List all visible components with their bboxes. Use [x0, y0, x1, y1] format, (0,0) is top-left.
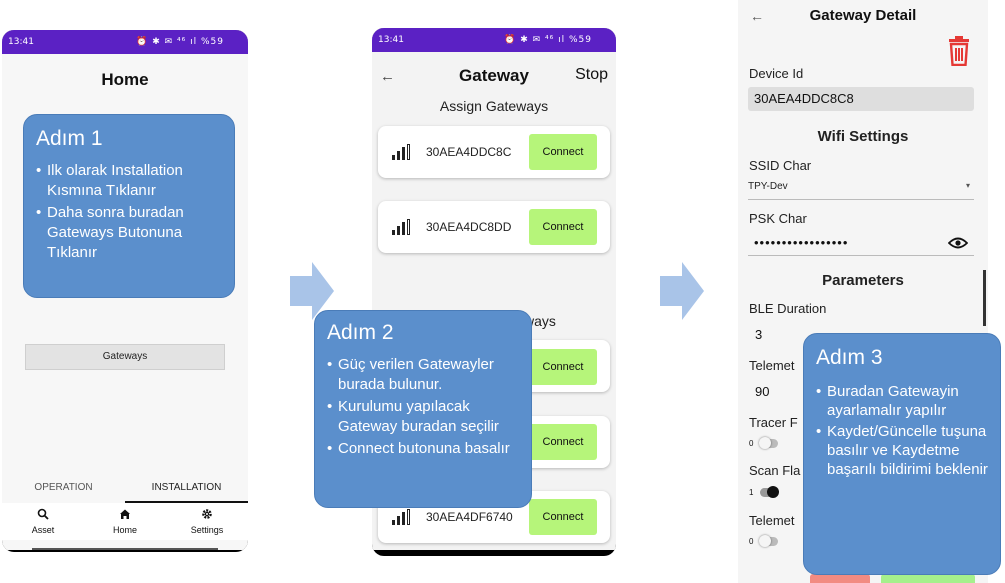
- gateway-id: 30AEA4DF6740: [426, 510, 513, 524]
- tab-operation[interactable]: OPERATION: [34, 482, 93, 493]
- trash-icon[interactable]: [948, 36, 970, 66]
- device-id-field: 30AEA4DDC8C8: [748, 87, 974, 111]
- callout-step-1-item: Ilk olarak Installation Kısmına Tıklanır: [36, 161, 222, 201]
- status-time: 13:41: [378, 35, 404, 45]
- scan-toggle-value: 1: [749, 488, 754, 497]
- callout-step-1-title: Adım 1: [36, 127, 103, 150]
- page-title: Home: [101, 70, 149, 89]
- eye-icon[interactable]: [948, 236, 968, 250]
- scan-flag-label: Scan Fla: [749, 463, 801, 478]
- signal-icon: [392, 144, 414, 160]
- callout-step-1-item: Daha sonra buradan Gateways Butonuna Tık…: [36, 203, 222, 263]
- home-icon: [120, 509, 130, 519]
- callout-step-2-title: Adım 2: [327, 321, 394, 344]
- arrow-right-icon: [660, 262, 704, 320]
- psk-label: PSK Char: [749, 211, 807, 226]
- gesture-bar: [32, 548, 218, 550]
- connect-button[interactable]: Connect: [529, 424, 597, 460]
- psk-value: •••••••••••••••••: [754, 235, 849, 250]
- scrollbar[interactable]: [983, 270, 986, 326]
- telemetry2-label: Telemet: [749, 513, 795, 528]
- chevron-down-icon: ▾: [965, 181, 970, 190]
- arrow-right-icon: [290, 262, 334, 320]
- callout-step-2-list: Güç verilen Gatewayler burada bulunur. K…: [327, 355, 519, 459]
- status-time: 13:41: [8, 37, 34, 47]
- callout-step-3-item: Buradan Gatewayin ayarlamalır yapılır: [816, 382, 988, 420]
- nav-asset[interactable]: Asset: [2, 507, 84, 535]
- search-icon: [37, 508, 49, 520]
- gateway-id: 30AEA4DC8DD: [426, 220, 512, 234]
- gateway-card[interactable]: 30AEA4DDC8C Connect: [378, 126, 610, 178]
- gear-icon: [202, 509, 212, 519]
- telemetry-value[interactable]: 90: [755, 384, 770, 399]
- tab-installation[interactable]: INSTALLATION: [151, 482, 222, 493]
- gateway-card[interactable]: 30AEA4DC8DD Connect: [378, 201, 610, 253]
- save-button[interactable]: [881, 574, 975, 583]
- ssid-label: SSID Char: [749, 158, 812, 173]
- ssid-select[interactable]: TPY-Dev ▾: [748, 178, 974, 200]
- tracer-toggle[interactable]: [759, 437, 778, 449]
- callout-step-3-list: Buradan Gatewayin ayarlamalır yapılır Ka…: [816, 382, 988, 479]
- tracer-toggle-value: 0: [749, 439, 754, 448]
- device-id-label: Device Id: [749, 66, 804, 81]
- ssid-value: TPY-Dev: [748, 181, 788, 192]
- tracer-label: Tracer F: [749, 415, 798, 430]
- callout-step-3-title: Adım 3: [816, 346, 883, 369]
- psk-field[interactable]: •••••••••••••••••: [748, 232, 974, 256]
- connect-button[interactable]: Connect: [529, 134, 597, 170]
- parameters-title: Parameters: [822, 272, 904, 289]
- telemetry-label: Telemet: [749, 358, 795, 373]
- connect-button[interactable]: Connect: [529, 349, 597, 385]
- status-bar: 13:41 ⏰ ✱ ✉ ⁴⁶ ıl %59: [2, 30, 248, 54]
- callout-step-1-list: Ilk olarak Installation Kısmına Tıklanır…: [36, 161, 222, 263]
- ble-duration-value[interactable]: 3: [755, 327, 763, 342]
- bottom-nav: Asset Home Settings: [2, 503, 248, 540]
- assign-gateways-title: Assign Gateways: [439, 98, 549, 114]
- status-icons: ⏰ ✱ ✉ ⁴⁶ ıl %59: [504, 35, 592, 45]
- connect-button[interactable]: Connect: [529, 499, 597, 535]
- status-bar: 13:41 ⏰ ✱ ✉ ⁴⁶ ıl %59: [372, 28, 616, 52]
- signal-icon: [392, 509, 414, 525]
- nav-home-label: Home: [112, 525, 137, 535]
- telemetry2-toggle[interactable]: [759, 535, 778, 547]
- back-arrow-icon[interactable]: ←: [380, 68, 395, 85]
- callout-step-2-item: Güç verilen Gatewayler burada bulunur.: [327, 355, 519, 395]
- stop-button[interactable]: Stop: [575, 66, 608, 83]
- cancel-button[interactable]: [810, 574, 870, 583]
- nav-asset-label: Asset: [31, 525, 55, 535]
- nav-settings-label: Settings: [190, 525, 224, 535]
- callout-step-3-item: Kaydet/Güncelle tuşuna basılır ve Kaydet…: [816, 422, 988, 479]
- callout-step-2-item: Connect butonuna basalır: [327, 439, 519, 459]
- tab-installation-indicator: [125, 501, 248, 503]
- connect-button[interactable]: Connect: [529, 209, 597, 245]
- nav-home[interactable]: Home: [84, 507, 166, 535]
- callout-step-3: Adım 3 Buradan Gatewayin ayarlamalır yap…: [803, 333, 1001, 575]
- gateways-button[interactable]: Gateways: [25, 344, 225, 370]
- back-arrow-icon[interactable]: ←: [750, 8, 764, 24]
- ble-duration-label: BLE Duration: [749, 301, 827, 316]
- callout-step-2-item: Kurulumu yapılacak Gateway buradan seçil…: [327, 397, 519, 437]
- gateway-detail-screen: ← Gateway Detail Device Id 30AEA4DDC8C8 …: [738, 0, 988, 583]
- signal-icon: [392, 219, 414, 235]
- wifi-settings-title: Wifi Settings: [817, 128, 909, 145]
- gateway-id: 30AEA4DDC8C: [426, 145, 512, 159]
- status-icons: ⏰ ✱ ✉ ⁴⁶ ıl %59: [136, 37, 224, 47]
- page-title: Gateway: [459, 66, 529, 85]
- telemetry2-toggle-value: 0: [749, 537, 754, 546]
- page-title: Gateway Detail: [809, 7, 917, 24]
- callout-step-1: Adım 1 Ilk olarak Installation Kısmına T…: [23, 114, 235, 298]
- callout-step-2: Adım 2 Güç verilen Gatewayler burada bul…: [314, 310, 532, 508]
- nav-settings[interactable]: Settings: [166, 507, 248, 535]
- scan-toggle[interactable]: [760, 486, 779, 498]
